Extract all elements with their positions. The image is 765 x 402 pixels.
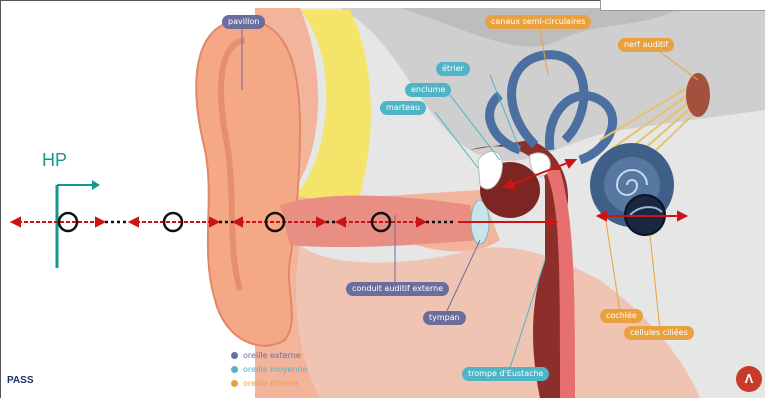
frame-left-border bbox=[0, 0, 1, 398]
label-cellules: cellules ciliées bbox=[624, 326, 694, 340]
legend-dot bbox=[231, 380, 238, 387]
pinna-shape bbox=[196, 20, 300, 346]
label-tympan: tympan bbox=[423, 311, 466, 325]
legend-label: oreille interne bbox=[243, 379, 299, 388]
label-canaux: canaux semi-circulaires bbox=[485, 15, 591, 29]
pass-label: PASS bbox=[7, 375, 34, 386]
legend-middle-ear: oreille moyenne bbox=[231, 365, 307, 374]
frame-top-border bbox=[0, 0, 600, 1]
legend-dot bbox=[231, 366, 238, 373]
label-etrier: étrier bbox=[436, 62, 470, 76]
top-right-box bbox=[600, 0, 765, 11]
university-logo: Λ bbox=[736, 366, 762, 392]
hp-arrowhead bbox=[92, 180, 100, 190]
label-trompe: trompe d'Eustache bbox=[462, 367, 549, 381]
label-conduit: conduit auditif externe bbox=[346, 282, 449, 296]
label-marteau: marteau bbox=[380, 101, 426, 115]
label-pavillon: pavillon bbox=[222, 15, 265, 29]
hp-label: HP bbox=[42, 150, 67, 171]
legend-dot bbox=[231, 352, 238, 359]
legend-label: oreille externe bbox=[243, 351, 301, 360]
wave-arrow-1-right-head bbox=[96, 218, 104, 226]
legend-outer-ear: oreille externe bbox=[231, 351, 301, 360]
wave-arrow-1-left-head bbox=[12, 218, 20, 226]
label-cochlee: cochlée bbox=[600, 309, 643, 323]
wave-arrow-2-left-head bbox=[130, 218, 138, 226]
legend-inner-ear: oreille interne bbox=[231, 379, 299, 388]
legend-label: oreille moyenne bbox=[243, 365, 307, 374]
label-nerf: nerf auditif bbox=[618, 38, 674, 52]
label-enclume: enclume bbox=[405, 83, 451, 97]
